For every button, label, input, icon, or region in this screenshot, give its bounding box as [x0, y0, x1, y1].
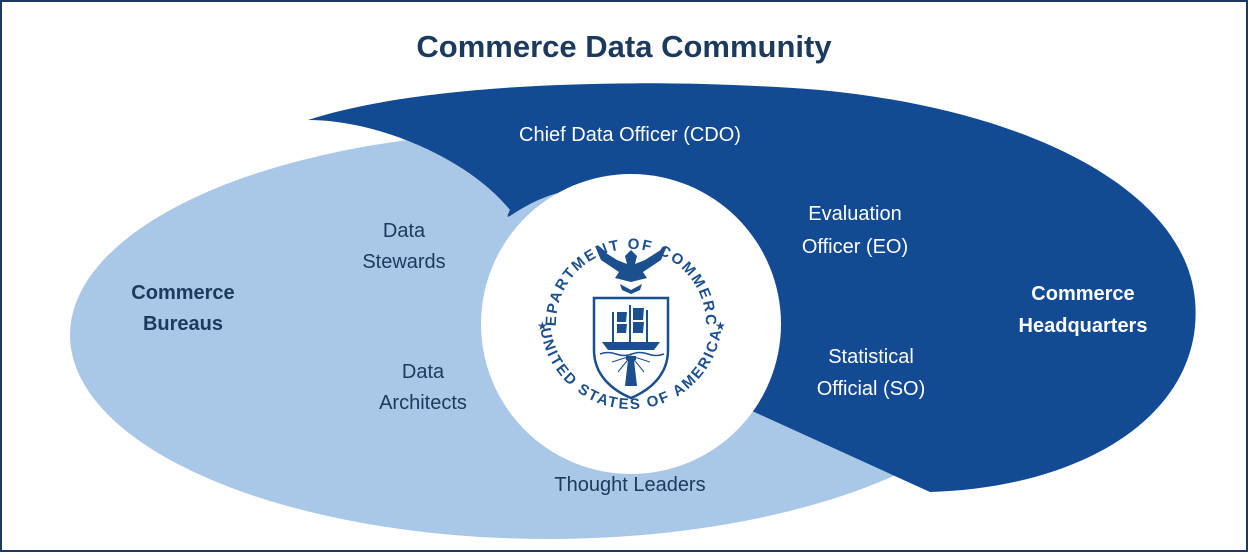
data-architects-label: Data	[402, 361, 445, 383]
headquarters-heading-line2: Headquarters	[1019, 315, 1148, 337]
bureaus-heading-line2: Bureaus	[143, 313, 223, 335]
data-stewards-label-line2: Stewards	[362, 251, 445, 273]
statistical-official-label-line2: Official (SO)	[817, 378, 926, 400]
bureaus-heading: Commerce	[131, 282, 234, 304]
page-title: Commerce Data Community	[416, 29, 832, 64]
ship-icon	[599, 305, 665, 357]
thought-leaders-label: Thought Leaders	[554, 474, 705, 496]
commerce-headquarters-region	[308, 83, 1196, 492]
cdo-label: Chief Data Officer (CDO)	[519, 124, 741, 146]
seal-star-left: ★	[537, 319, 548, 333]
seal-star-right: ★	[715, 319, 726, 333]
lighthouse-icon	[611, 355, 651, 386]
headquarters-heading: Commerce	[1031, 283, 1134, 305]
data-stewards-label: Data	[383, 220, 426, 242]
eagle-icon	[595, 246, 667, 294]
evaluation-officer-label-line2: Officer (EO)	[802, 236, 908, 258]
evaluation-officer-label: Evaluation	[808, 203, 901, 225]
statistical-official-label: Statistical	[828, 346, 914, 368]
data-architects-label-line2: Architects	[379, 392, 467, 414]
